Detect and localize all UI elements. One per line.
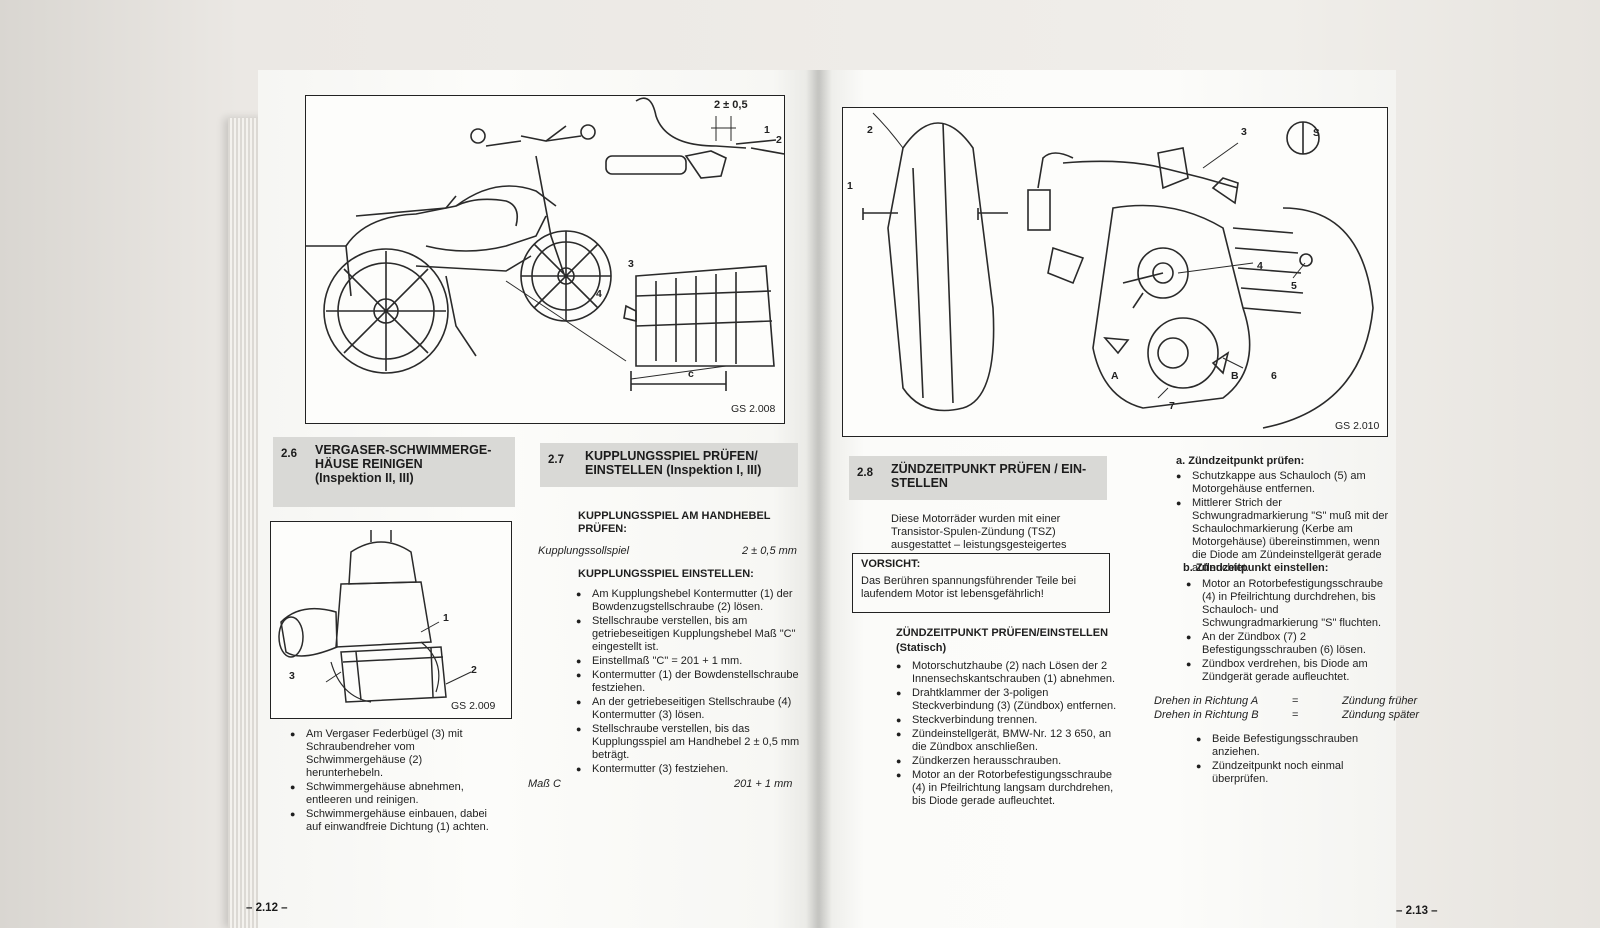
list-item: Beide Befestigungsschrauben anziehen. [1196,733,1396,759]
motorcycle-clutch-illustration [306,97,784,391]
callout-3: 3 [1241,126,1247,138]
caution-box: VORSICHT: Das Berühren spannungsführende… [852,553,1110,613]
dimension-c-label: c [688,368,694,380]
arrow-label-b: B [1231,370,1239,382]
callout-5: 5 [1291,280,1297,292]
final-steps: Beide Befestigungsschrauben anziehen. Zü… [1196,733,1396,787]
static-check-heading: ZÜNDZEITPUNKT PRÜFEN/EINSTELLEN [896,627,1109,639]
figure-ref-gs2009: GS 2.009 [451,700,496,712]
spec-clutch-play-value: 2 ± 0,5 mm [742,545,797,557]
list-item: Zündbox verdrehen, bis Diode am Zündgerä… [1186,658,1394,684]
figure-motorcycle-clutch: 2 ± 0,5 1 2 3 4 c GS 2.008 [305,95,785,424]
clutch-adjust-heading: KUPPLUNGSSPIEL EINSTELLEN: [578,568,754,580]
flywheel-mark-s-label: S [1313,128,1320,139]
book-gutter [806,70,832,928]
section-title: VERGASER-SCHWIMMERGE- HÄUSE REINIGEN (In… [315,443,492,485]
list-item: Kontermutter (1) der Bowdenstellschraube… [576,669,802,695]
callout-7: 7 [1169,400,1175,412]
figure-ref-gs2008: GS 2.008 [731,403,776,415]
step-a-list: Schutzkappe aus Schauloch (5) am Motorge… [1176,470,1394,576]
list-item: Mittlerer Strich der Schwungradmarkierun… [1176,497,1394,575]
spec-dimension-c-label: Maß C [528,778,561,790]
list-item: An der Zündbox (7) 2 Befestigungsschraub… [1186,631,1394,657]
section-2-6-heading: 2.6 VERGASER-SCHWIMMERGE- HÄUSE REINIGEN… [273,437,515,507]
page-number-left: – 2.12 – [246,902,288,914]
list-item: Motor an der Rotorbefestigungsschraube (… [896,769,1128,808]
ignition-engine-illustration [862,112,1374,429]
list-item: Schwimmergehäuse einbauen, dabei auf ein… [290,808,502,834]
static-check-subheading: (Statisch) [896,642,947,654]
list-item: Stellschraube verstellen, bis das Kupplu… [576,723,802,762]
list-item: Schutzkappe aus Schauloch (5) am Motorge… [1176,470,1394,496]
direction-row-b-value: Zündung später [1342,709,1420,721]
callout-3: 3 [289,670,295,682]
section-number: 2.7 [548,454,564,466]
list-item: Drahtklammer der 3-poligen Steckverbindu… [896,687,1128,713]
direction-row-b-label: Drehen in Richtung B [1154,709,1259,721]
figure-ref-gs2010: GS 2.010 [1335,420,1380,432]
direction-row-a-eq: = [1292,695,1299,707]
callout-4: 4 [1257,260,1263,272]
list-item: Schwimmergehäuse abnehmen, entleeren und… [290,781,502,807]
list-item: Motorschutzhaube (2) nach Lösen der 2 In… [896,660,1128,686]
spec-dimension-c-value: 201 + 1 mm [734,778,793,790]
static-steps: Motorschutzhaube (2) nach Lösen der 2 In… [896,660,1128,809]
callout-3: 3 [628,258,634,270]
callout-1: 1 [847,180,853,192]
section-2-8-heading: 2.8 ZÜNDZEITPUNKT PRÜFEN / EIN- STELLEN [849,456,1107,500]
callout-2: 2 [776,134,782,146]
step-b-list: Motor an Rotorbefestigungsschraube (4) i… [1186,578,1394,685]
callout-6: 6 [1271,370,1277,382]
section-2-6-steps: Am Vergaser Federbügel (3) mit Schrauben… [290,728,502,835]
callout-2: 2 [471,664,477,676]
clutch-check-heading: KUPPLUNGSSPIEL AM HANDHEBEL PRÜFEN: [578,510,771,535]
caution-title: VORSICHT: [861,558,921,570]
caution-text: Das Berühren spannungsführender Teile be… [861,575,1077,600]
list-item: An der getriebeseitigen Stellschraube (4… [576,696,802,722]
list-item: Stellschraube verstellen, bis am getrieb… [576,615,802,654]
direction-row-a-value: Zündung früher [1342,695,1418,707]
section-2-7-heading: 2.7 KUPPLUNGSSPIEL PRÜFEN/ EINSTELLEN (I… [540,443,798,487]
list-item: Am Kupplungshebel Kontermutter (1) der B… [576,588,802,614]
direction-row-a-label: Drehen in Richtung A [1154,695,1259,707]
arrow-label-a: A [1111,370,1119,382]
page-number-right: – 2.13 – [1396,905,1438,917]
list-item: Einstellmaß "C" = 201 + 1 mm. [576,655,802,668]
figure-carburetor: 1 2 3 GS 2.009 [270,521,512,719]
step-a-heading: a. Zündzeitpunkt prüfen: [1176,455,1305,467]
list-item: Motor an Rotorbefestigungsschraube (4) i… [1186,578,1394,630]
list-item: Am Vergaser Federbügel (3) mit Schrauben… [290,728,502,780]
clutch-adjust-steps: Am Kupplungshebel Kontermutter (1) der B… [576,588,802,777]
carburetor-illustration [278,530,472,703]
callout-4: 4 [596,288,602,300]
callout-1: 1 [443,612,449,624]
callout-1: 1 [764,124,770,136]
spec-clutch-play-label: Kupplungssollspiel [538,545,630,557]
list-item: Zündeinstellgerät, BMW-Nr. 12 3 650, an … [896,728,1128,754]
figure-ignition-engine: 1 2 3 4 5 6 7 A B S GS 2.010 [842,107,1388,437]
section-number: 2.8 [857,467,873,479]
list-item: Zündkerzen herausschrauben. [896,755,1128,768]
direction-row-b-eq: = [1292,709,1299,721]
tolerance-label: 2 ± 0,5 [714,99,748,111]
list-item: Steckverbindung trennen. [896,714,1128,727]
section-number: 2.6 [281,448,297,460]
callout-2: 2 [867,124,873,136]
step-b-heading: b. Zündzeitpunkt einstellen: [1183,562,1329,574]
list-item: Kontermutter (3) festziehen. [576,763,802,776]
section-title: ZÜNDZEITPUNKT PRÜFEN / EIN- STELLEN [891,462,1087,490]
section-title: KUPPLUNGSSPIEL PRÜFEN/ EINSTELLEN (Inspe… [585,449,762,477]
list-item: Zündzeitpunkt noch einmal überprüfen. [1196,760,1396,786]
